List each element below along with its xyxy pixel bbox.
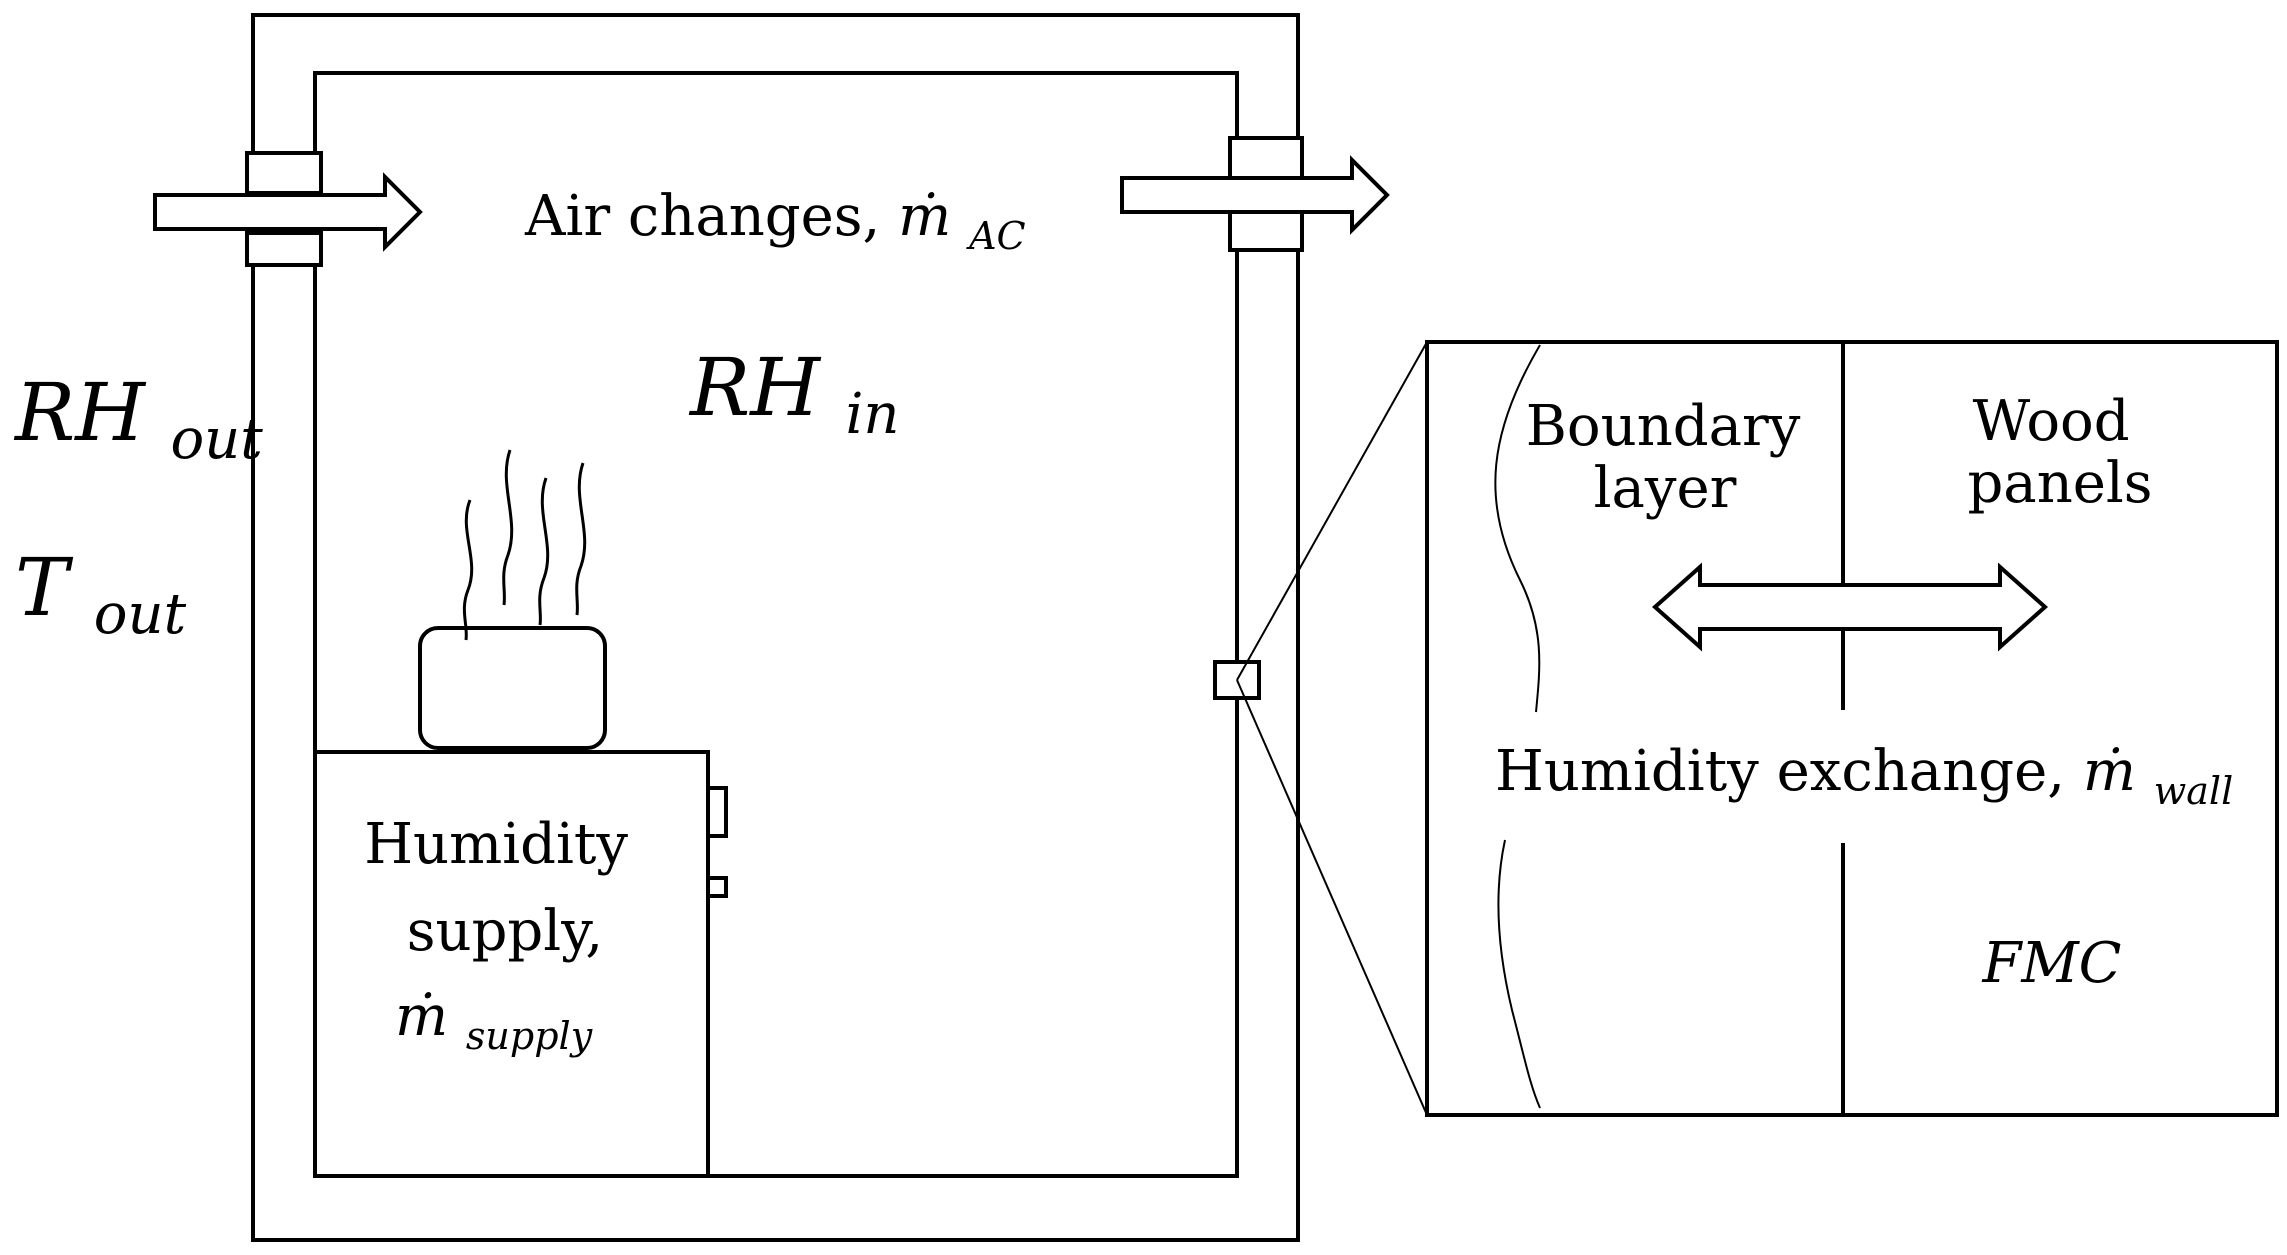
air-changes-symbol: ṁ: [898, 184, 951, 249]
rh-out-text: RH: [13, 366, 147, 459]
boundary-layer-label: Boundary layer: [1526, 394, 1818, 521]
wood-panels-line-1: Wood: [1973, 389, 2130, 454]
air-changes-subscript: AC: [966, 214, 1026, 258]
t-out-label: T out: [15, 541, 187, 647]
boundary-layer-curve-top: [1494, 344, 1541, 713]
humidifier-knob-small: [706, 876, 728, 898]
boundary-layer-line-2: layer: [1594, 456, 1737, 521]
humidity-supply-label: Humidity supply,: [364, 812, 646, 964]
humidity-exchange-symbol: ṁ: [2083, 739, 2136, 804]
wood-panels-label: Wood panels: [1967, 389, 2152, 516]
inlet-arrow: [153, 172, 423, 252]
outlet-vent: [1120, 136, 1390, 252]
rh-out-subscript: out: [170, 407, 263, 472]
air-changes-label: Air changes, ṁ AC: [524, 184, 1026, 258]
boundary-layer-line-1: Boundary: [1526, 394, 1801, 459]
humidity-exchange-text: Humidity exchange,: [1495, 739, 2065, 804]
rh-out-label: RH out: [13, 366, 263, 472]
inlet-vent: [153, 151, 423, 267]
boundary-layer-curve-bottom: [1497, 839, 1541, 1109]
humidity-supply-line-1: Humidity: [364, 812, 628, 877]
rh-in-subscript: in: [845, 382, 899, 447]
wall-zoom: [1213, 341, 1428, 1116]
building: [251, 13, 1300, 1242]
wall-detail-panel: Boundary layer Wood panels Humidity exch…: [1425, 340, 2279, 1117]
humidifier-tank: [418, 626, 607, 750]
steam-icon: [462, 449, 587, 641]
building-inner-wall: [313, 71, 1239, 1178]
t-out-subscript: out: [94, 582, 187, 647]
outlet-arrow: [1120, 155, 1390, 235]
humidity-exchange-label: Humidity exchange, ṁ wall: [1495, 739, 2233, 813]
humidifier-knob-large: [706, 786, 728, 838]
air-changes-text: Air changes,: [524, 184, 880, 249]
building-outer-wall: [251, 13, 1300, 1242]
humidity-supply-flow: ṁ supply: [395, 984, 593, 1058]
humidity-supply-line-2: supply,: [407, 899, 603, 964]
wall-zoom-marker: [1213, 660, 1261, 700]
humidity-supply-symbol: ṁ: [395, 984, 448, 1049]
humidity-exchange-arrow: [1651, 562, 2049, 652]
wood-panels-line-2: panels: [1967, 451, 2152, 516]
wall-detail-frame: [1425, 340, 2279, 1117]
humidity-supply-subscript: supply: [466, 1014, 593, 1058]
rh-in-label: RH in: [688, 341, 899, 447]
humidity-supply-unit: Humidity supply, ṁ supply: [313, 449, 728, 1178]
fmc-label: FMC: [1981, 931, 2121, 996]
humidity-exchange-subscript: wall: [2154, 769, 2234, 813]
rh-in-text: RH: [688, 341, 822, 434]
humidifier-cabinet: [313, 750, 710, 1178]
t-out-text: T: [15, 541, 74, 634]
